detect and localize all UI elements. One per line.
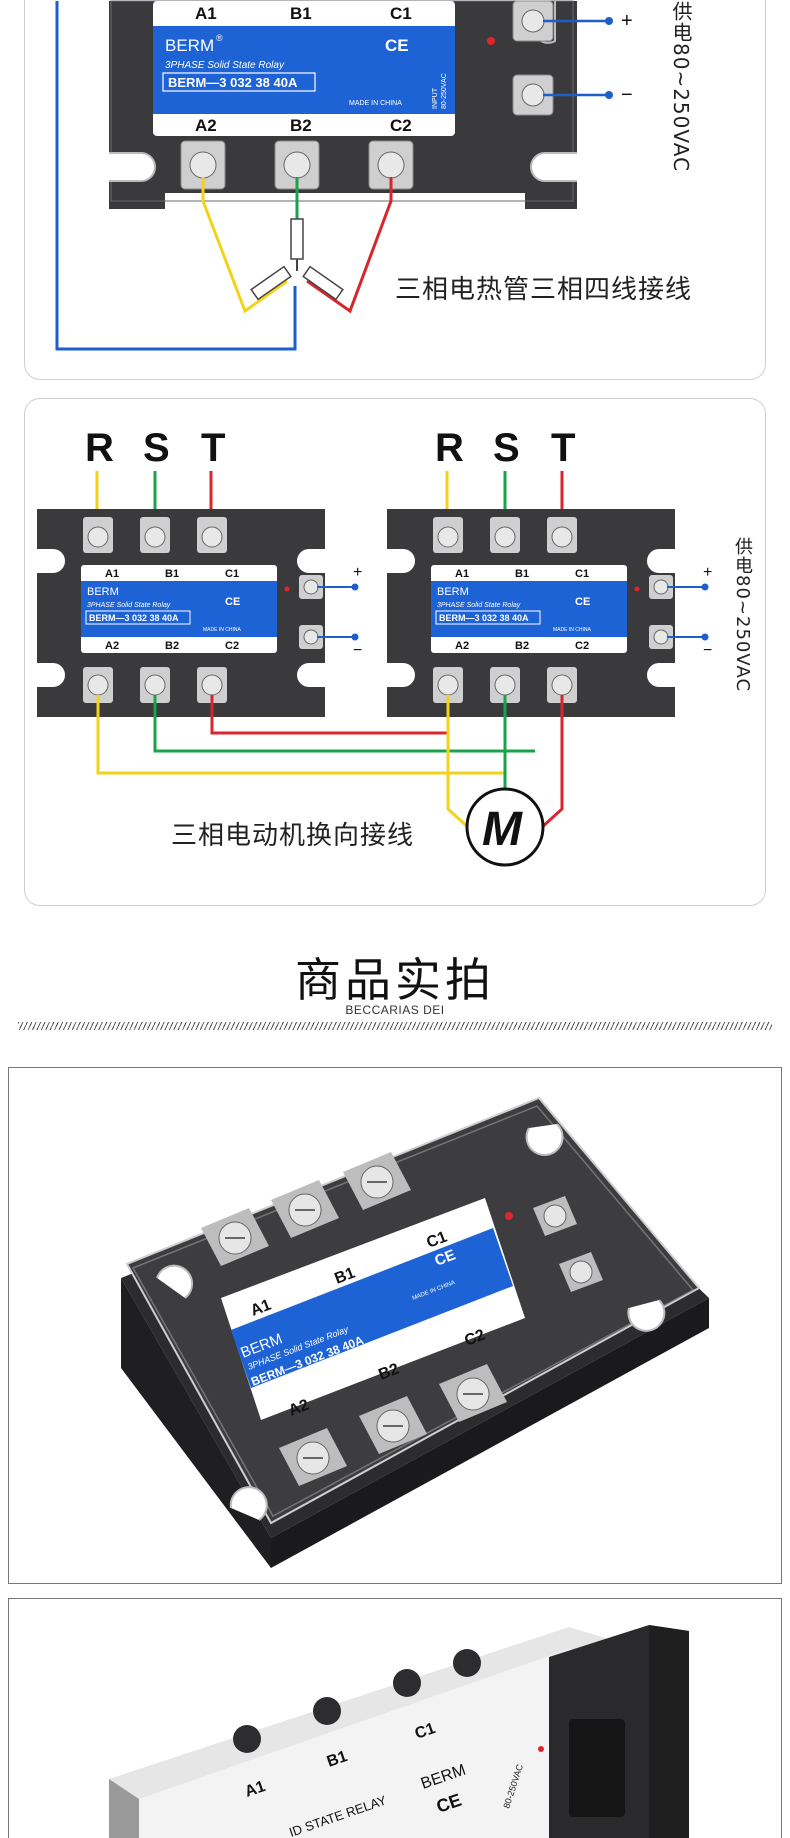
- terminal-b1-label: B1: [290, 4, 312, 23]
- svg-text:CE: CE: [575, 596, 590, 608]
- svg-text:A1: A1: [243, 1778, 268, 1801]
- heater-wiring-caption: 三相电热管三相四线接线: [395, 275, 693, 305]
- phase-c-wire: [306, 177, 393, 314]
- motor-wiring-card: R S T R S T A1 B1 C1 BERM 3PH: [24, 398, 766, 906]
- svg-text:A1: A1: [248, 1296, 273, 1319]
- svg-text:B2: B2: [515, 640, 529, 652]
- svg-text:B1: B1: [165, 568, 179, 580]
- svg-text:MADE IN CHINA: MADE IN CHINA: [553, 627, 591, 633]
- phase-r-right: R: [435, 426, 464, 470]
- registered-mark: ®: [216, 33, 223, 43]
- power-supply-label: 供电80~250VAC: [669, 1, 693, 173]
- brand-label: BERM: [165, 36, 214, 55]
- svg-text:CE: CE: [225, 596, 240, 608]
- heater-element-b: [290, 218, 304, 260]
- svg-text:C2: C2: [462, 1326, 487, 1349]
- svg-text:B2: B2: [165, 640, 179, 652]
- svg-text:C1: C1: [424, 1228, 449, 1251]
- neutral-wire: [55, 1, 297, 351]
- relay-photo-render: A1 B1 C1 BERM 3PHASE Solid State Rolay B…: [121, 1096, 709, 1568]
- phase-t-right: T: [551, 426, 575, 470]
- products-subtitle: BECCARIAS DEI: [345, 1003, 445, 1017]
- relay-label-blue: [153, 26, 455, 114]
- svg-text:+: +: [703, 564, 712, 581]
- svg-text:BERM—3 032 38 40A: BERM—3 032 38 40A: [89, 613, 179, 623]
- svg-text:C2: C2: [225, 640, 239, 652]
- heater-element-a: [250, 265, 292, 301]
- minus-sign: −: [621, 84, 633, 106]
- terminal-a1-label: A1: [195, 4, 217, 23]
- product-photo-2: A1 B1 C1 ID STATE RELAY BERM CE 80-250VA…: [8, 1598, 782, 1838]
- svg-text:C2: C2: [575, 640, 589, 652]
- phase-s-right: S: [493, 426, 520, 470]
- svg-text:3PHASE Solid State Rolay: 3PHASE Solid State Rolay: [437, 602, 521, 609]
- svg-text:BERM: BERM: [87, 586, 119, 598]
- svg-text:A1: A1: [455, 568, 469, 580]
- svg-text:CE: CE: [432, 1246, 458, 1269]
- svg-text:A2: A2: [286, 1396, 311, 1419]
- phase-r-left: R: [85, 426, 114, 470]
- phase-t-left: T: [201, 426, 225, 470]
- relay-subtitle: 3PHASE Solid State Rolay: [165, 60, 285, 71]
- phase-s-left: S: [143, 426, 170, 470]
- motor-symbol: [465, 787, 545, 867]
- motor-wiring-diagram: R S T R S T A1 B1 C1 BERM 3PH: [37, 426, 712, 867]
- input-label: INPUT: [432, 87, 439, 109]
- relay-right: A1 B1 C1 BERM 3PHASE Solid State Rolay B…: [387, 509, 675, 717]
- made-in-label: MADE IN CHINA: [349, 100, 402, 107]
- svg-text:A1: A1: [105, 568, 119, 580]
- svg-text:B1: B1: [325, 1748, 350, 1771]
- relay-left: A1 B1 C1 BERM 3PHASE Solid State Rolay B…: [37, 509, 325, 717]
- ce-mark: CE: [385, 36, 409, 55]
- svg-text:B2: B2: [376, 1360, 401, 1383]
- decorative-divider: [18, 1022, 772, 1030]
- svg-text:3PHASE Solid State Rolay: 3PHASE Solid State Rolay: [87, 602, 171, 609]
- terminal-b2-label: B2: [290, 116, 312, 135]
- svg-text:C1: C1: [575, 568, 589, 580]
- product-photo-1: A1 B1 C1 BERM 3PHASE Solid State Rolay B…: [8, 1067, 782, 1584]
- status-led: [487, 37, 495, 45]
- plus-sign: +: [621, 10, 633, 32]
- svg-text:MADE IN CHINA: MADE IN CHINA: [203, 627, 241, 633]
- motor-letter: M: [482, 803, 523, 856]
- bottom-terminals: [180, 140, 414, 190]
- svg-text:BERM: BERM: [437, 586, 469, 598]
- svg-text:A2: A2: [455, 640, 469, 652]
- relay-photo-render-2: A1 B1 C1 ID STATE RELAY BERM CE 80-250VA…: [109, 1625, 689, 1838]
- svg-text:−: −: [703, 642, 712, 659]
- svg-text:C1: C1: [413, 1720, 438, 1743]
- heater-wiring-card: A1 B1 C1 BERM ® 3PHASE Solid State Rolay…: [24, 0, 766, 380]
- power-supply-label-2: 供电80~250VAC: [732, 537, 753, 693]
- input-range-label: 80-250VAC: [441, 73, 448, 109]
- terminal-c2-label: C2: [390, 116, 412, 135]
- svg-text:C1: C1: [225, 568, 239, 580]
- svg-text:+: +: [353, 564, 362, 581]
- model-number: BERM—3 032 38 40A: [168, 75, 298, 90]
- svg-text:A2: A2: [105, 640, 119, 652]
- svg-text:BERM—3 032 38 40A: BERM—3 032 38 40A: [439, 613, 529, 623]
- svg-text:B1: B1: [515, 568, 529, 580]
- heater-element-c: [302, 265, 344, 301]
- motor-wiring-caption: 三相电动机换向接线: [171, 821, 415, 851]
- heater-wiring-diagram: A1 B1 C1 BERM ® 3PHASE Solid State Rolay…: [55, 0, 633, 351]
- phase-a-wire: [201, 177, 288, 314]
- terminal-c1-label: C1: [390, 4, 412, 23]
- terminal-a2-label: A2: [195, 116, 217, 135]
- svg-text:B1: B1: [332, 1264, 357, 1287]
- products-title: 商品实拍: [295, 953, 495, 1007]
- svg-text:−: −: [353, 642, 362, 659]
